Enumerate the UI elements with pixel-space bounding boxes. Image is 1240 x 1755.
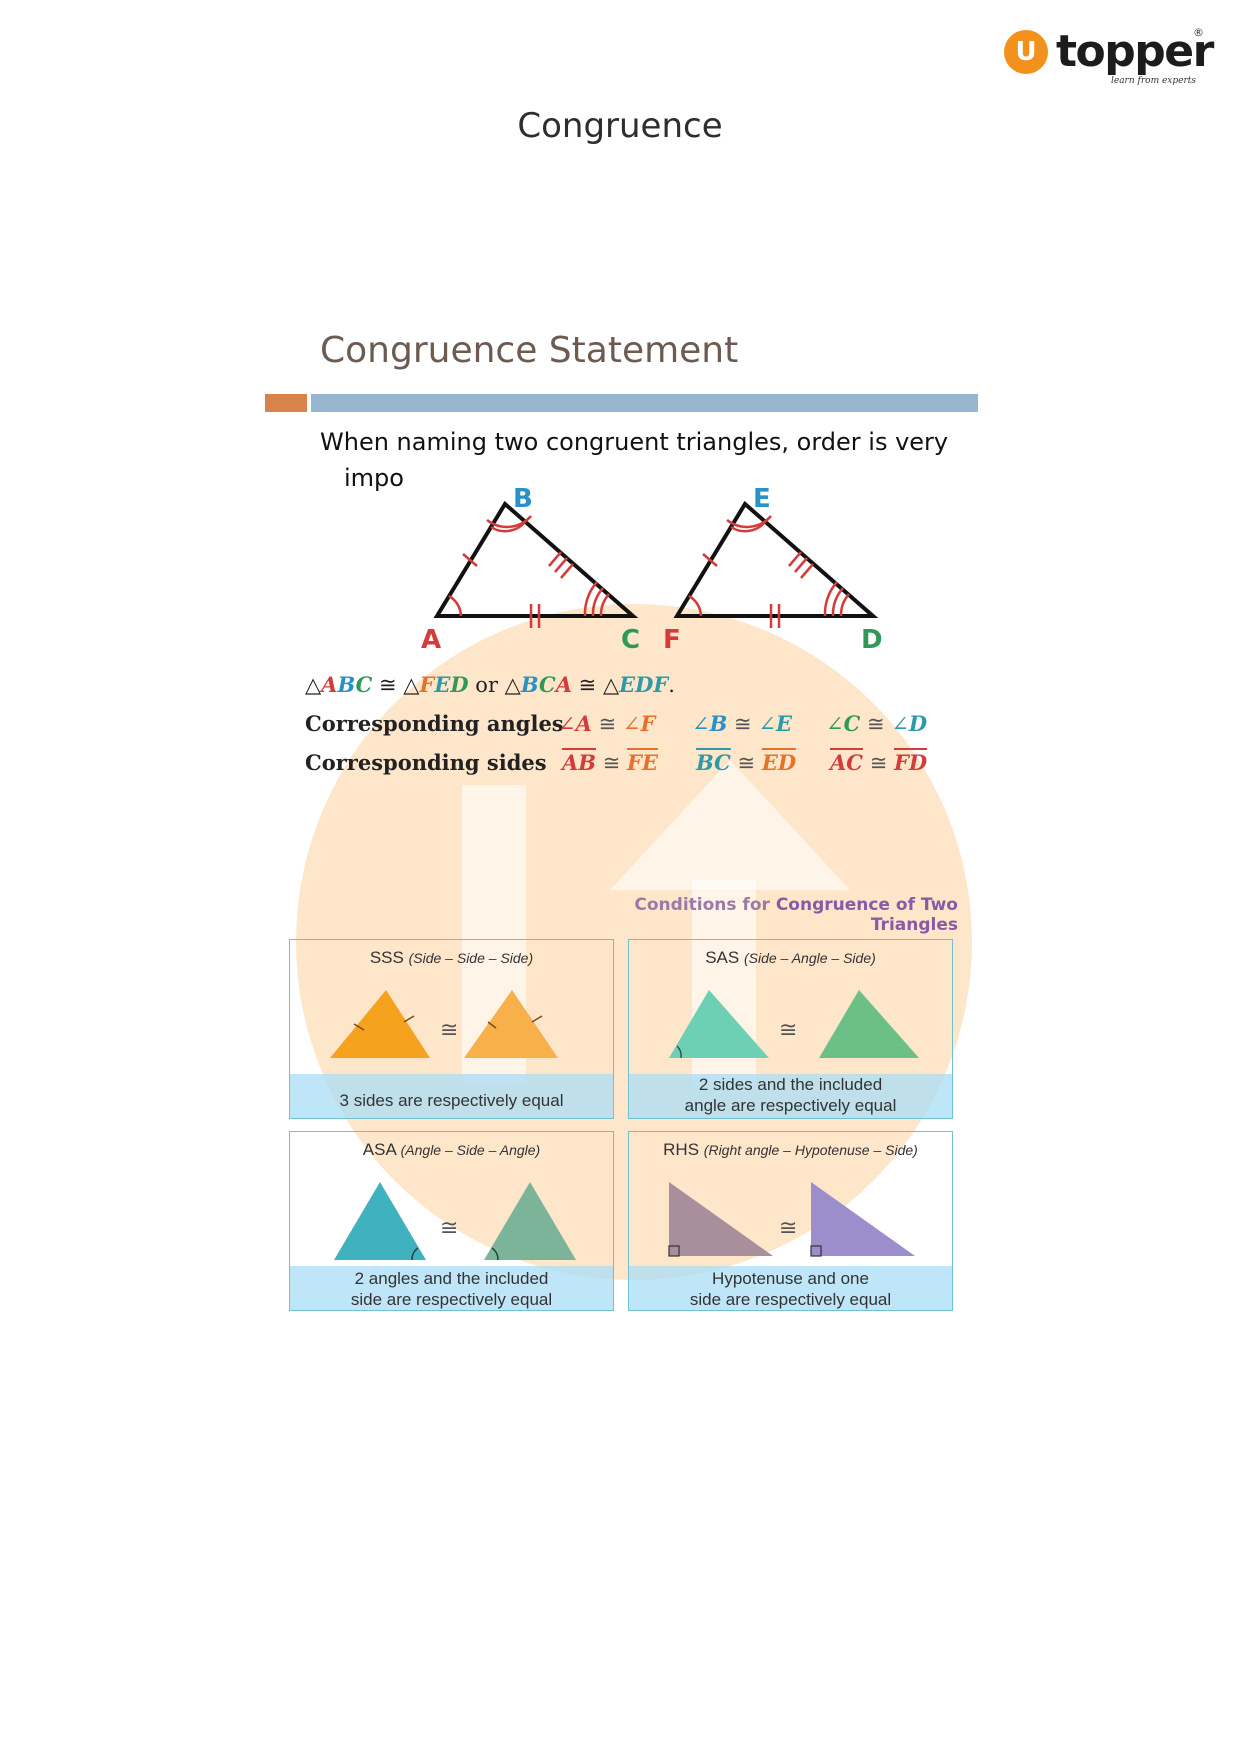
corresponding-angles-label: Corresponding angles (305, 711, 564, 736)
congruent-symbol: ≅ (440, 1216, 459, 1241)
card-desc-rhs: Hypotenuse and one side are respectively… (689, 1269, 892, 1309)
card-sss: SSS (Side – Side – Side) ≅ 3 sides are r… (289, 939, 614, 1119)
rhs-triangles (668, 1182, 915, 1257)
card-desc-asa: 2 angles and the included side are respe… (350, 1269, 553, 1309)
card-band (290, 1266, 613, 1310)
conditions-title: Conditions for Congruence of Two Triangl… (634, 895, 958, 935)
topper-logo[interactable]: U topper ® learn from experts (1004, 26, 1214, 86)
card-title-sss: SSS (Side – Side – Side) (369, 948, 534, 967)
card-desc-sas: 2 sides and the included angle are respe… (684, 1075, 897, 1115)
card-desc-sss: 3 sides are respectively equal (339, 1091, 564, 1110)
triangle-fed (673, 500, 879, 628)
tick-ed (788, 551, 802, 567)
sss-triangles (330, 990, 558, 1058)
logo-tagline: learn from experts (1110, 76, 1196, 86)
section-title: Congruence Statement (320, 330, 739, 371)
title-accent-orange (265, 394, 307, 412)
side-pair-bc-ed: BC ≅ ED (696, 750, 797, 775)
or-word: or (475, 673, 498, 697)
tick-fe (702, 553, 718, 567)
card-title-asa: ASA (Angle – Side – Angle) (362, 1140, 541, 1159)
side-pair-ab-fe: AB ≅ FE (562, 750, 658, 775)
angle-mark-f (688, 594, 703, 617)
card-sas: SAS (Side – Angle – Side) ≅ 2 sides and … (628, 939, 953, 1119)
card-band (629, 1266, 952, 1310)
asa-triangles (334, 1182, 576, 1261)
side-pair-ac-fd: AC ≅ FD (830, 750, 928, 775)
watermark-circle (296, 604, 972, 1280)
angle-mark-a (448, 594, 463, 617)
tick-mark (353, 1023, 365, 1031)
card-title-sas: SAS (Side – Angle – Side) (705, 948, 876, 967)
intro-line-1: When naming two congruent triangles, ord… (320, 428, 949, 456)
vertex-label-d: D (861, 625, 883, 655)
card-band (290, 1074, 613, 1118)
angle-pair-c-d: ∠C ≅ ∠D (826, 711, 928, 736)
title-accent-blue (311, 394, 978, 412)
intro-line-2: impo (344, 464, 404, 492)
vertex-label-b: B (513, 484, 533, 514)
vertex-label-e: E (753, 484, 771, 514)
congruent-symbol: ≅ (440, 1018, 459, 1043)
congruent-symbol: ≅ (779, 1018, 798, 1043)
congruent-symbol: ≅ (779, 1216, 798, 1241)
logo-wordmark: topper (1056, 26, 1214, 77)
logo-mark-icon: U (1004, 30, 1048, 74)
corresponding-sides-label: Corresponding sides (305, 750, 547, 775)
tick-ab (462, 553, 478, 567)
document-title: Congruence (517, 106, 723, 146)
card-title-rhs: RHS (Right angle – Hypotenuse – Side) (663, 1140, 918, 1159)
tick-bc (548, 551, 562, 567)
angle-mark-e (730, 521, 766, 533)
card-band (629, 1074, 952, 1118)
angle-pair-a-f: ∠A ≅ ∠F (558, 711, 656, 736)
triangle-abc-shape (433, 500, 639, 618)
angle-mark-b (490, 521, 526, 533)
congruence-statement: △ABC ≅ △FED or △BCA ≅ △EDF. (305, 672, 675, 697)
angle-mark-d (839, 593, 850, 617)
logo-registered: ® (1193, 26, 1204, 39)
watermark-arrow (610, 760, 850, 890)
sas-triangles (669, 990, 919, 1059)
vertex-label-f: F (663, 625, 681, 655)
card-asa: ASA (Angle – Side – Angle) ≅ 2 angles an… (289, 1131, 614, 1311)
vertex-label-a: A (421, 625, 441, 655)
intro-text: When naming two congruent triangles, ord… (320, 424, 960, 496)
triangle-fed-shape (673, 500, 879, 618)
card-rhs: RHS (Right angle – Hypotenuse – Side) ≅ … (628, 1131, 953, 1311)
triangle-abc (433, 500, 639, 628)
angle-pair-b-e: ∠B ≅ ∠E (692, 711, 792, 736)
congruent-triangles-diagram: B A C E F D (421, 484, 883, 655)
angle-mark-c (599, 593, 610, 617)
vertex-label-c: C (621, 625, 640, 655)
